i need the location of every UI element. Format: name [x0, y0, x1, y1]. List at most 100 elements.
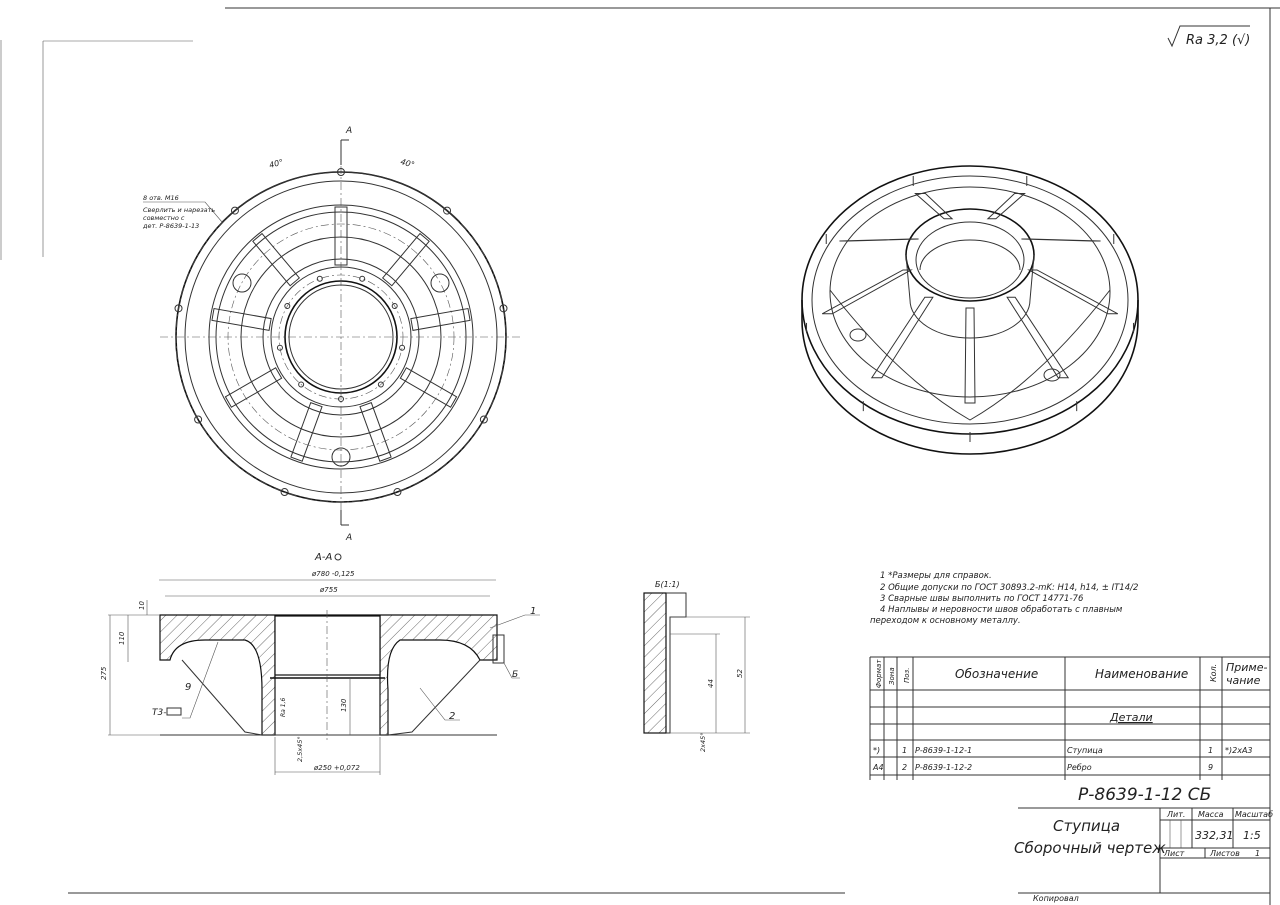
sheet-label: Лист	[1163, 849, 1185, 858]
rib	[410, 307, 471, 331]
rib	[1006, 296, 1070, 379]
callout-detail: Б	[512, 670, 518, 680]
row-pos: 1	[902, 746, 907, 755]
dim-chamfer: 2,5х45°	[296, 736, 304, 762]
hub-hole	[338, 396, 344, 402]
document-type: Сборочный чертеж	[1014, 839, 1166, 857]
row-qty: 1	[1208, 746, 1213, 755]
rib	[290, 401, 323, 462]
section-view-a-a: А-А ø780 -0,125 ø755 275 110 10 130 Ra 1…	[100, 552, 540, 775]
dim-44: 44	[707, 679, 715, 688]
table-row: А4 2 Р-8639-1-12-2 Ребро 9	[872, 763, 1213, 772]
sheets-value: 1	[1255, 849, 1260, 858]
col-pos: Поз.	[903, 668, 911, 684]
col-zone: Зона	[888, 667, 896, 685]
section-marker-top: А	[345, 126, 352, 136]
technical-notes: 1 *Размеры для справок. 2 Общие допуски …	[870, 571, 1138, 626]
rib	[381, 232, 430, 287]
mounting-hole	[232, 273, 252, 293]
hub-hole	[276, 344, 283, 351]
detail-title: Б(1:1)	[655, 580, 680, 589]
row-name: Ребро	[1067, 763, 1092, 772]
note-1: 1 *Размеры для справок.	[880, 571, 992, 581]
hub-hole	[399, 344, 406, 351]
sheets-label: Листов	[1209, 849, 1240, 858]
callout-2: 2	[449, 711, 455, 722]
row-designation: Р-8639-1-12-1	[915, 746, 972, 755]
dim-outer-diameter: ø780 -0,125	[311, 570, 355, 578]
section-title: А-А	[314, 552, 332, 563]
rib	[211, 307, 272, 331]
lit-label: Лит.	[1166, 810, 1185, 819]
col-format: Формат	[875, 659, 883, 688]
dim-flange: 110	[118, 631, 126, 645]
rib	[914, 193, 954, 220]
hole-note-line-2: Сверлить и нарезать	[143, 206, 215, 214]
note-3: 3 Сварные швы выполнить по ГОСТ 14771-76	[880, 594, 1084, 604]
rib	[399, 367, 458, 408]
detail-view-b: Б(1:1) 44 52 2х45°	[643, 580, 750, 752]
table-row: *) 1 Р-8639-1-12-1 Ступица 1 *)2хА3	[873, 746, 1253, 755]
hole-note-line-4: дет. Р-8639-1-13	[142, 222, 199, 230]
col-designation: Обозначение	[955, 667, 1038, 681]
hub-hole	[284, 303, 291, 309]
rib	[252, 232, 301, 287]
row-name: Ступица	[1067, 746, 1103, 755]
rib	[359, 401, 392, 462]
dim-chamfer-detail: 2х45°	[699, 732, 707, 752]
rib	[821, 269, 913, 315]
hole-note-line-1: 8 отв. М16	[143, 194, 179, 202]
col-qty: Кол.	[1209, 664, 1218, 682]
bolt-hole	[337, 168, 345, 176]
rib	[334, 206, 348, 266]
top-view: А А 40° 40° 8 отв. М16 Сверлить и нареза…	[142, 126, 520, 543]
note-4: 4 Наплывы и неровности швов обработать с…	[880, 605, 1123, 615]
row-qty: 9	[1208, 763, 1213, 772]
hub-hole	[377, 381, 384, 388]
dim-bore-depth: 130	[340, 698, 348, 712]
row-note: *)2хА3	[1225, 746, 1253, 755]
dim-top: 10	[138, 601, 146, 610]
bolt-hole	[230, 206, 239, 215]
bolt-hole	[443, 206, 452, 215]
part-name: Ступица	[1053, 817, 1120, 835]
rib	[224, 367, 283, 408]
angle-right-label: 40°	[399, 157, 415, 169]
scale-label: Масштаб	[1235, 810, 1273, 819]
mounting-hole	[331, 447, 351, 467]
hub-hole	[359, 275, 366, 282]
specification-table: Формат Зона Поз. Обозначение Наименовани…	[869, 656, 1271, 780]
section-marker-bottom: А	[345, 533, 352, 543]
roughness-label: Ra 3,2 (√)	[1186, 33, 1250, 48]
mass-label: Масса	[1198, 810, 1224, 819]
rib	[986, 193, 1026, 220]
copied-label: Копировал	[1033, 894, 1079, 903]
mounting-hole	[430, 273, 450, 293]
roughness-symbol: Ra 3,2 (√)	[1167, 25, 1250, 48]
title-block: Р-8639-1-12 СБ Ступица Сборочный чертеж …	[1014, 785, 1273, 903]
rib	[964, 307, 976, 404]
hole-note-line-3: совместно с	[143, 214, 185, 222]
drawing-designation: Р-8639-1-12 СБ	[1078, 785, 1211, 805]
section-heading: Детали	[1109, 711, 1153, 724]
bolt-hole	[194, 415, 203, 424]
bolt-hole	[479, 415, 488, 424]
dim-inner-diameter: ø755	[319, 586, 338, 594]
bolt-hole	[174, 304, 183, 313]
rib	[1021, 238, 1101, 242]
row-pos: 2	[902, 763, 907, 772]
bolt-hole	[280, 488, 289, 497]
row-format: *)	[873, 746, 880, 755]
rib	[870, 296, 934, 379]
hub-hole	[391, 303, 398, 309]
bolt-hole	[393, 488, 402, 497]
isometric-view	[801, 165, 1139, 455]
row-format: А4	[872, 763, 884, 772]
col-note-2: чание	[1226, 674, 1261, 687]
weld-symbol: Т3-	[152, 708, 166, 718]
bolt-hole	[499, 304, 508, 313]
dim-roughness: Ra 1,6	[280, 698, 287, 717]
mass-value: 332,31	[1195, 829, 1234, 842]
note-2: 2 Общие допуски по ГОСТ 30893.2-mK: H14,…	[880, 583, 1138, 593]
